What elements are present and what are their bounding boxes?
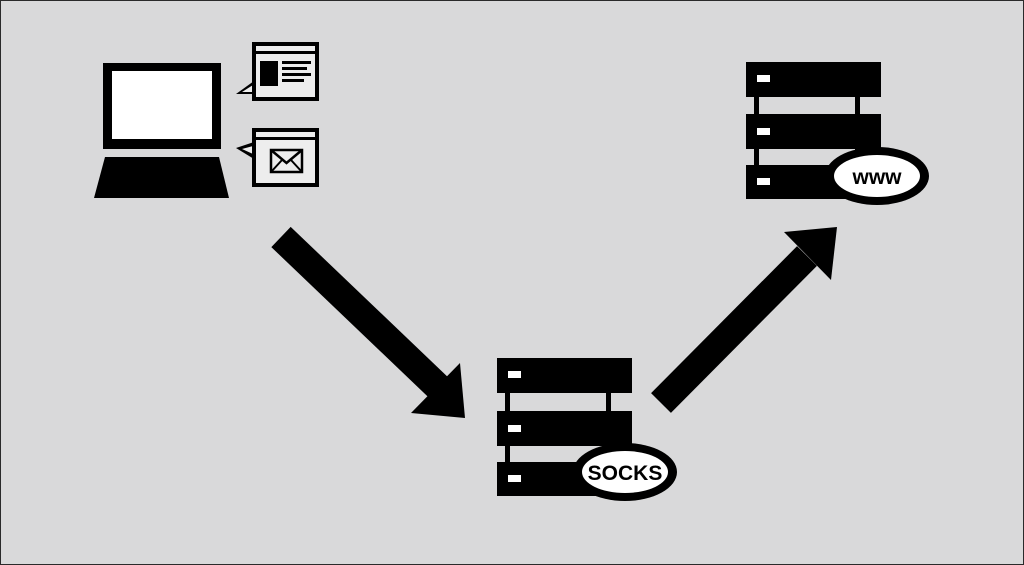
web-server-icon: www <box>746 62 929 205</box>
arrow-up-right <box>651 227 837 413</box>
proxy-server-icon: SOCKS <box>497 358 677 501</box>
laptop-icon <box>94 63 229 198</box>
arrow-down-right <box>271 226 465 418</box>
socks-label: SOCKS <box>588 462 663 485</box>
mail-window-icon <box>236 128 319 187</box>
web-page-window-icon <box>236 42 319 101</box>
www-label: www <box>851 166 902 189</box>
